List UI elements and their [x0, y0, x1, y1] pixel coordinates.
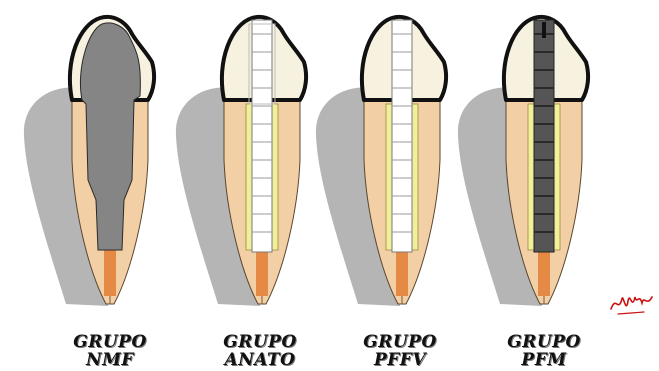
- label-pffv-line1: GRUPO: [340, 334, 460, 351]
- post-slot: [542, 22, 546, 38]
- post: [252, 20, 272, 252]
- gutta-percha: [396, 250, 408, 296]
- tooth-pffv: [316, 17, 446, 306]
- label-pffv-line2: PFFV: [340, 352, 460, 369]
- post: [392, 20, 412, 252]
- gutta-percha: [104, 250, 116, 296]
- label-pfm-line2: PFM: [484, 352, 604, 369]
- label-pfm-line1: GRUPO: [484, 334, 604, 351]
- signature-logo: [608, 285, 656, 319]
- tooth-anato: [176, 17, 306, 306]
- label-anato-line1: GRUPO: [200, 334, 320, 351]
- post: [534, 20, 554, 252]
- gutta-percha: [256, 250, 268, 296]
- tooth-pfm: [458, 17, 588, 306]
- gutta-percha: [538, 250, 550, 296]
- tooth-nmf: [24, 17, 154, 306]
- label-anato-line2: ANATO: [200, 352, 320, 369]
- label-nmf-line1: GRUPO: [50, 334, 170, 351]
- label-nmf-line2: NMF: [50, 352, 170, 369]
